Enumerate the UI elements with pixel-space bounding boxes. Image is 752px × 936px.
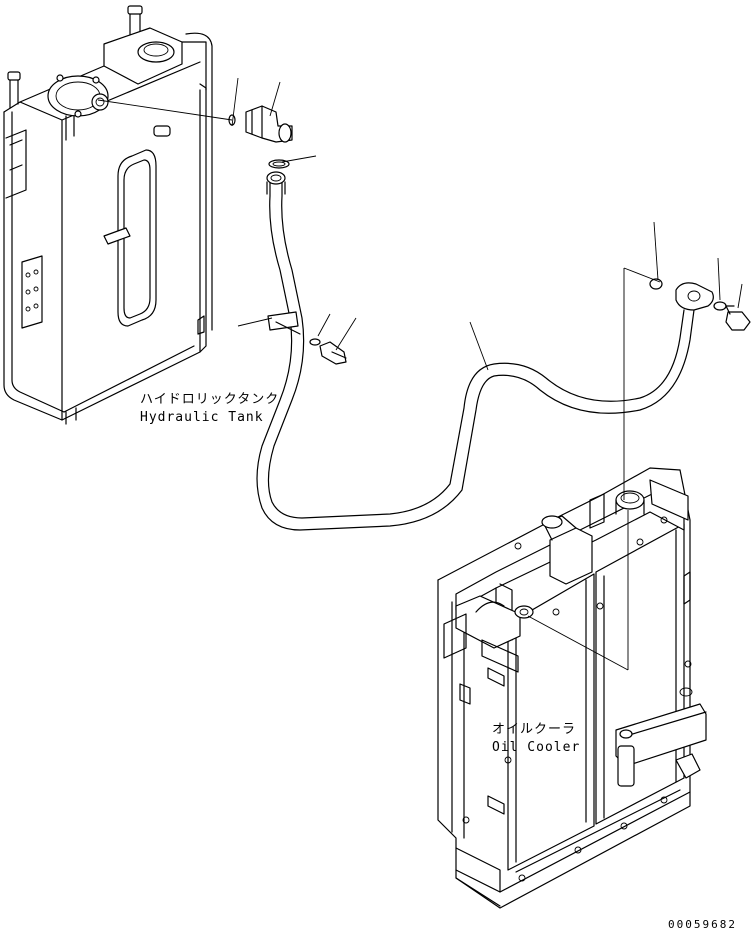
hydraulic-tank-label-jp: ハイドロリックタンク	[140, 392, 280, 407]
hydraulic-hose	[256, 171, 714, 531]
fittings	[228, 105, 751, 365]
drawing-number: 00059682	[668, 918, 737, 931]
hydraulic-tank	[3, 5, 213, 425]
oil-cooler	[437, 467, 707, 909]
oil-cooler-label-jp: オイルクーラ	[492, 722, 577, 737]
hydraulic-tank-label-en: Hydraulic Tank	[140, 410, 264, 425]
leader-lines	[97, 77, 743, 671]
oil-cooler-label-en: Oil Cooler	[492, 740, 581, 755]
